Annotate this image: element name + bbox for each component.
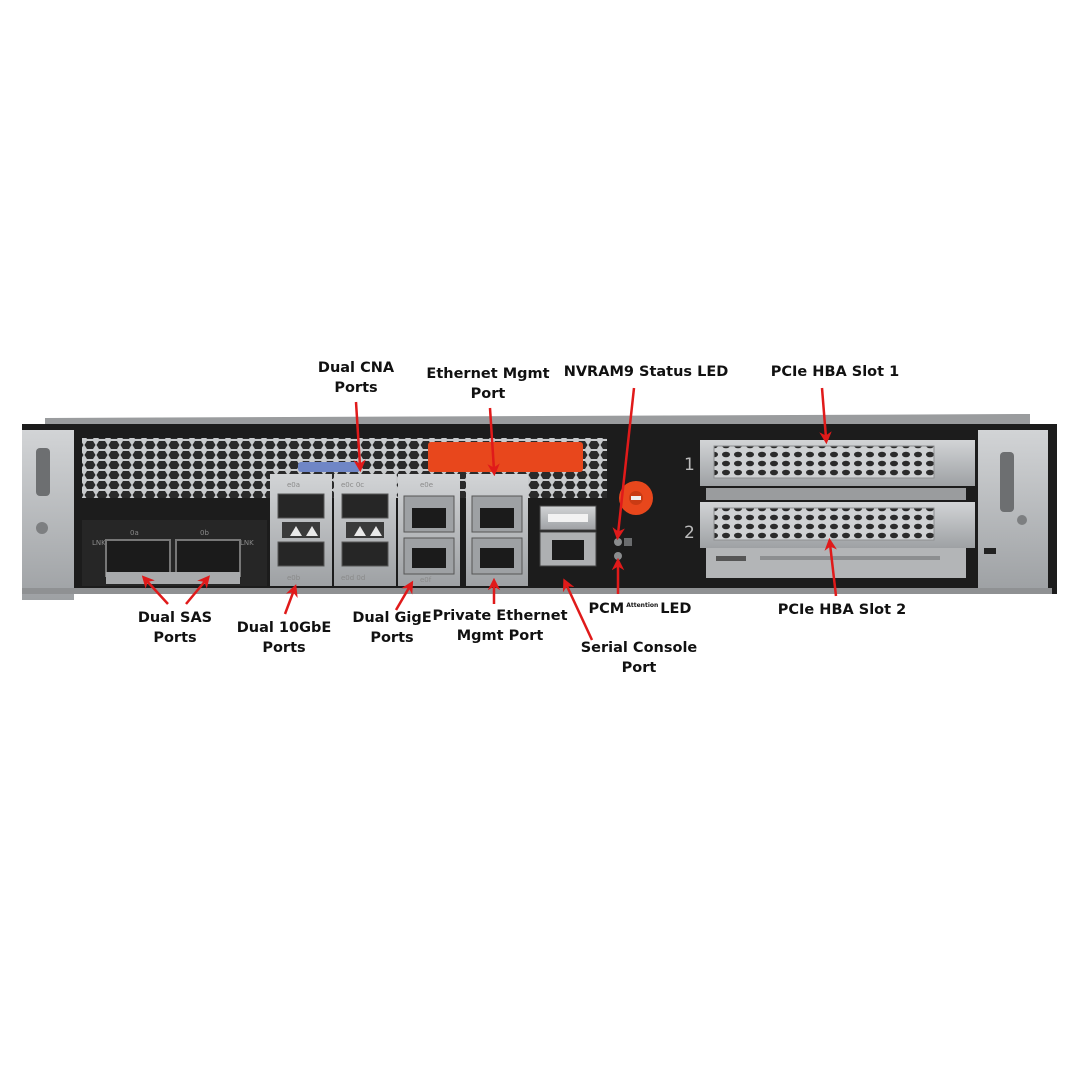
sas-port-0b[interactable] xyxy=(175,539,241,577)
nvram9-status-led xyxy=(614,538,622,546)
label-ethernet-mgmt-port: Ethernet Mgmt Port xyxy=(418,364,558,404)
label-nvram9-status-led: NVRAM9 Status LED xyxy=(558,362,734,382)
right-handle[interactable] xyxy=(978,430,1048,590)
label-dual-10gbe-line-2: Ports xyxy=(262,640,306,656)
label-ethernet-mgmt-line-1: Ethernet Mgmt xyxy=(426,366,550,382)
arrow-dual-sas-left xyxy=(141,575,169,605)
tengbe-port-module: e0a e0b xyxy=(270,474,332,586)
left-handle[interactable] xyxy=(22,430,74,600)
pcie-hba-slot-1[interactable] xyxy=(700,440,975,500)
label-dual-sas-ports: Dual SAS Ports xyxy=(126,608,224,648)
arrow-pcie-slot-2 xyxy=(824,537,838,597)
tengbe-top-marking: e0a xyxy=(287,481,300,489)
arrow-ethernet-mgmt xyxy=(487,407,500,477)
orange-panel xyxy=(428,442,583,472)
sas-port-0a[interactable] xyxy=(105,539,171,577)
label-pcm-pre: PCM xyxy=(588,601,625,617)
cna-port-e0d[interactable] xyxy=(341,541,389,567)
arrow-nvram9 xyxy=(612,387,636,541)
chassis-bottom-lip xyxy=(22,588,1052,594)
arrow-dual-10gbe xyxy=(283,584,298,615)
label-pcie-hba-slot-1: PCIe HBA Slot 1 xyxy=(760,362,910,382)
callout-arrows xyxy=(141,387,838,641)
pcm-attention-led xyxy=(614,552,622,560)
label-dual-cna-ports: Dual CNA Ports xyxy=(306,358,406,398)
arrow-dual-gige xyxy=(394,580,414,611)
gige-top-marking: e0e xyxy=(420,481,433,489)
arrow-serial-console xyxy=(562,578,594,641)
label-dual-gige-line-1: Dual GigE xyxy=(352,610,432,626)
label-pcie-slot-2-line-1: PCIe HBA Slot 2 xyxy=(777,602,907,618)
sfp-port-e0b[interactable] xyxy=(277,541,325,567)
cna-port-e0c[interactable] xyxy=(341,493,389,519)
arrow-dual-cna xyxy=(353,401,366,473)
sas-lnk-left-marking: LNK xyxy=(92,539,106,547)
sas-port-module: LNK LNK 0a 0b xyxy=(82,520,267,586)
label-ethernet-mgmt-line-2: Port xyxy=(470,386,506,402)
label-pcm-post: LED xyxy=(660,601,692,617)
cna-bottom-marking: e0d 0d xyxy=(341,574,365,582)
label-nvram9-line-1: NVRAM9 Status LED xyxy=(563,364,729,380)
tengbe-bottom-marking: e0b xyxy=(287,574,301,582)
led-icon xyxy=(624,538,632,546)
label-dual-cna-line-2: Ports xyxy=(334,380,378,396)
gige-bottom-marking: e0f xyxy=(420,576,432,584)
sfp-port-e0a[interactable] xyxy=(277,493,325,519)
label-dual-sas-line-2: Ports xyxy=(153,630,197,646)
label-private-ethernet-mgmt-port: Private Ethernet Mgmt Port xyxy=(430,606,570,646)
label-pcm-attention: Attention xyxy=(626,602,659,609)
mgmt-port-module xyxy=(466,474,528,586)
arrow-dual-sas-right xyxy=(185,575,211,605)
usb-serial-module xyxy=(539,505,597,567)
label-dual-10gbe-ports: Dual 10GbE Ports xyxy=(228,618,340,658)
blue-tab xyxy=(298,462,360,472)
pcie-hba-slot-2[interactable] xyxy=(700,502,975,578)
label-serial-console-line-2: Port xyxy=(621,660,657,676)
label-private-eth-line-2: Mgmt Port xyxy=(456,628,544,644)
label-dual-gige-line-2: Ports xyxy=(370,630,414,646)
slot-1-number: 1 xyxy=(684,455,695,475)
slot-2-number: 2 xyxy=(684,523,695,543)
gige-port-module: e0e e0f xyxy=(398,474,460,586)
arrow-pcie-slot-1 xyxy=(819,387,832,445)
nvram-knob[interactable] xyxy=(619,481,653,515)
sas-0b-marking: 0b xyxy=(200,529,209,537)
label-dual-cna-line-1: Dual CNA xyxy=(317,360,395,376)
label-dual-gige-ports: Dual GigE Ports xyxy=(344,608,440,648)
cna-port-module: e0c 0c e0d 0d xyxy=(334,474,396,586)
label-dual-10gbe-line-1: Dual 10GbE xyxy=(236,620,332,636)
label-pcie-slot-1-line-1: PCIe HBA Slot 1 xyxy=(770,364,900,380)
label-dual-sas-line-1: Dual SAS xyxy=(137,610,213,626)
label-private-eth-line-1: Private Ethernet xyxy=(432,608,568,624)
label-serial-console-line-1: Serial Console xyxy=(580,640,698,656)
sas-0a-marking: 0a xyxy=(130,529,139,537)
label-pcie-hba-slot-2: PCIe HBA Slot 2 xyxy=(770,600,914,620)
cna-top-marking: e0c 0c xyxy=(341,481,364,489)
label-serial-console-port: Serial Console Port xyxy=(574,638,704,678)
sas-lnk-right-marking: LNK xyxy=(240,539,254,547)
